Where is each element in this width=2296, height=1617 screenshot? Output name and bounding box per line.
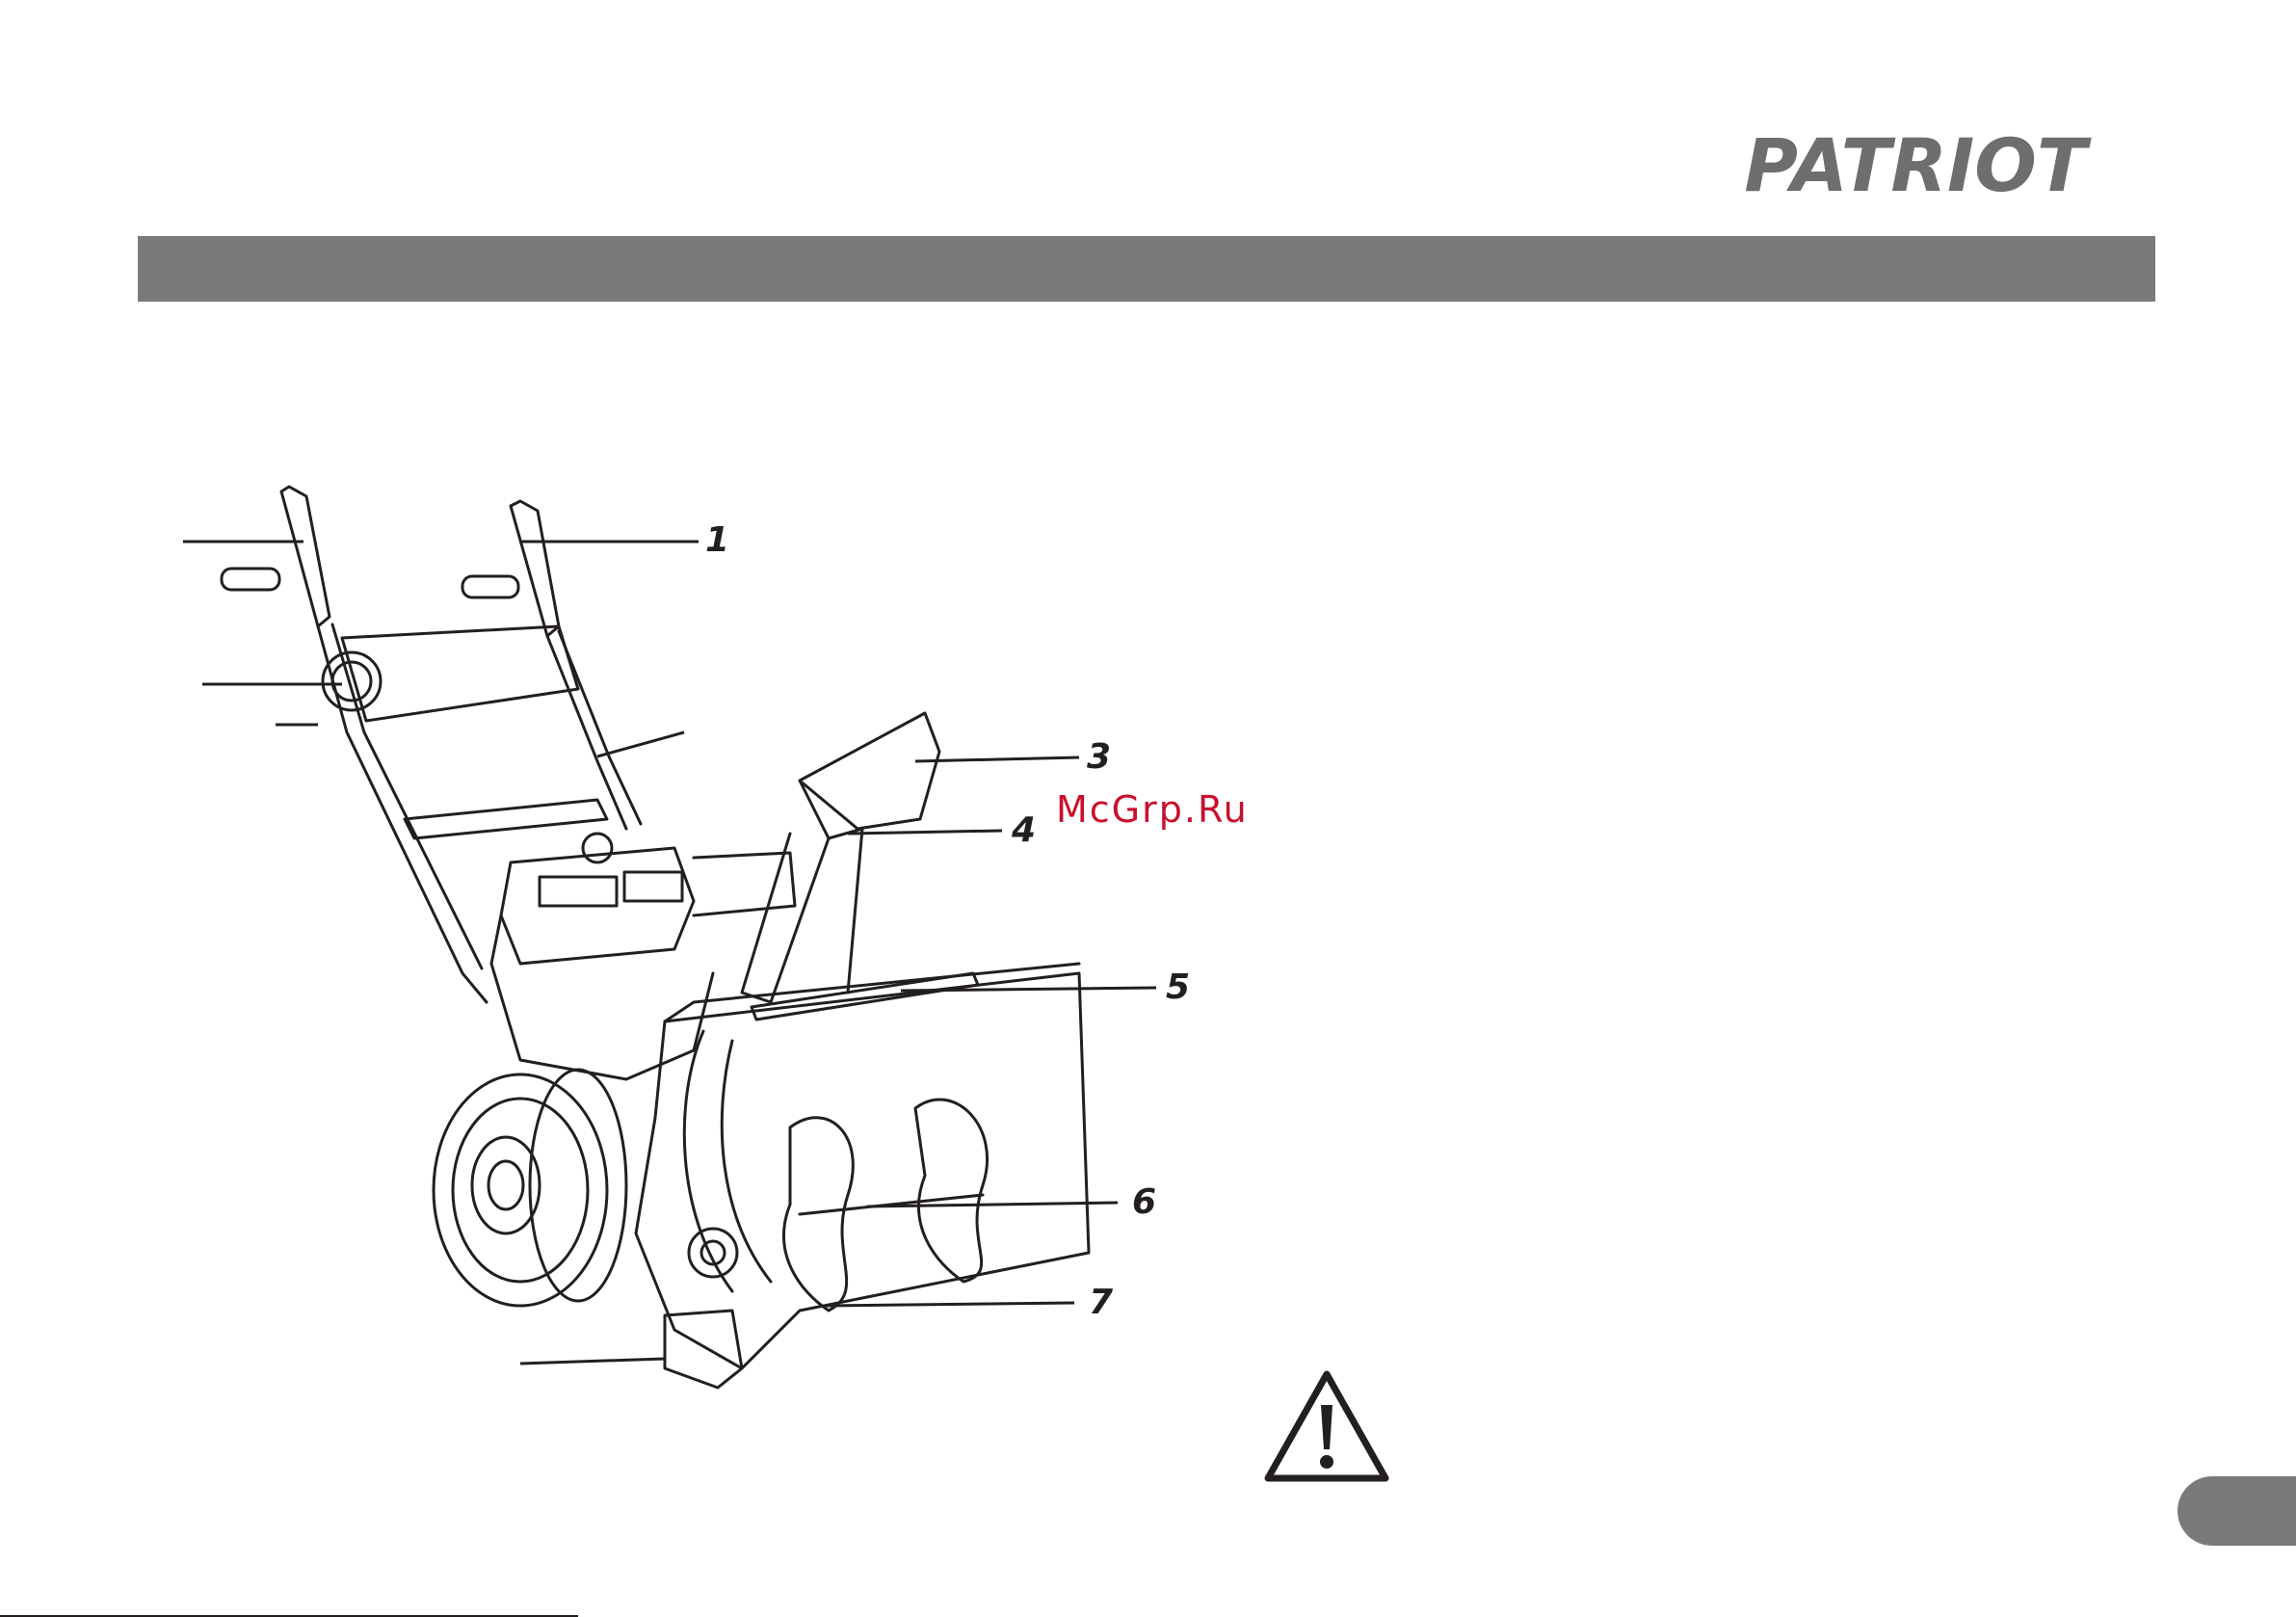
- page-number-tab: [2177, 1476, 2296, 1546]
- callout-7: 7: [1089, 1286, 1113, 1320]
- leader-line-bottom: [520, 1359, 665, 1364]
- callout-1: 1: [705, 523, 729, 558]
- callout-5: 5: [1166, 970, 1190, 1005]
- leader-line-mid: [597, 732, 684, 756]
- leader-line-5: [901, 988, 1156, 991]
- leader-line-7: [824, 1303, 1074, 1306]
- warning-triangle-icon: [1262, 1368, 1391, 1484]
- callout-4: 4: [1012, 813, 1036, 848]
- leader-line-3: [915, 757, 1079, 761]
- leader-line-4: [848, 831, 1002, 834]
- watermark-text: McGrp.Ru: [1056, 788, 1249, 831]
- callout-3: 3: [1087, 740, 1111, 775]
- leader-line-6: [867, 1203, 1118, 1206]
- callout-6: 6: [1132, 1185, 1156, 1220]
